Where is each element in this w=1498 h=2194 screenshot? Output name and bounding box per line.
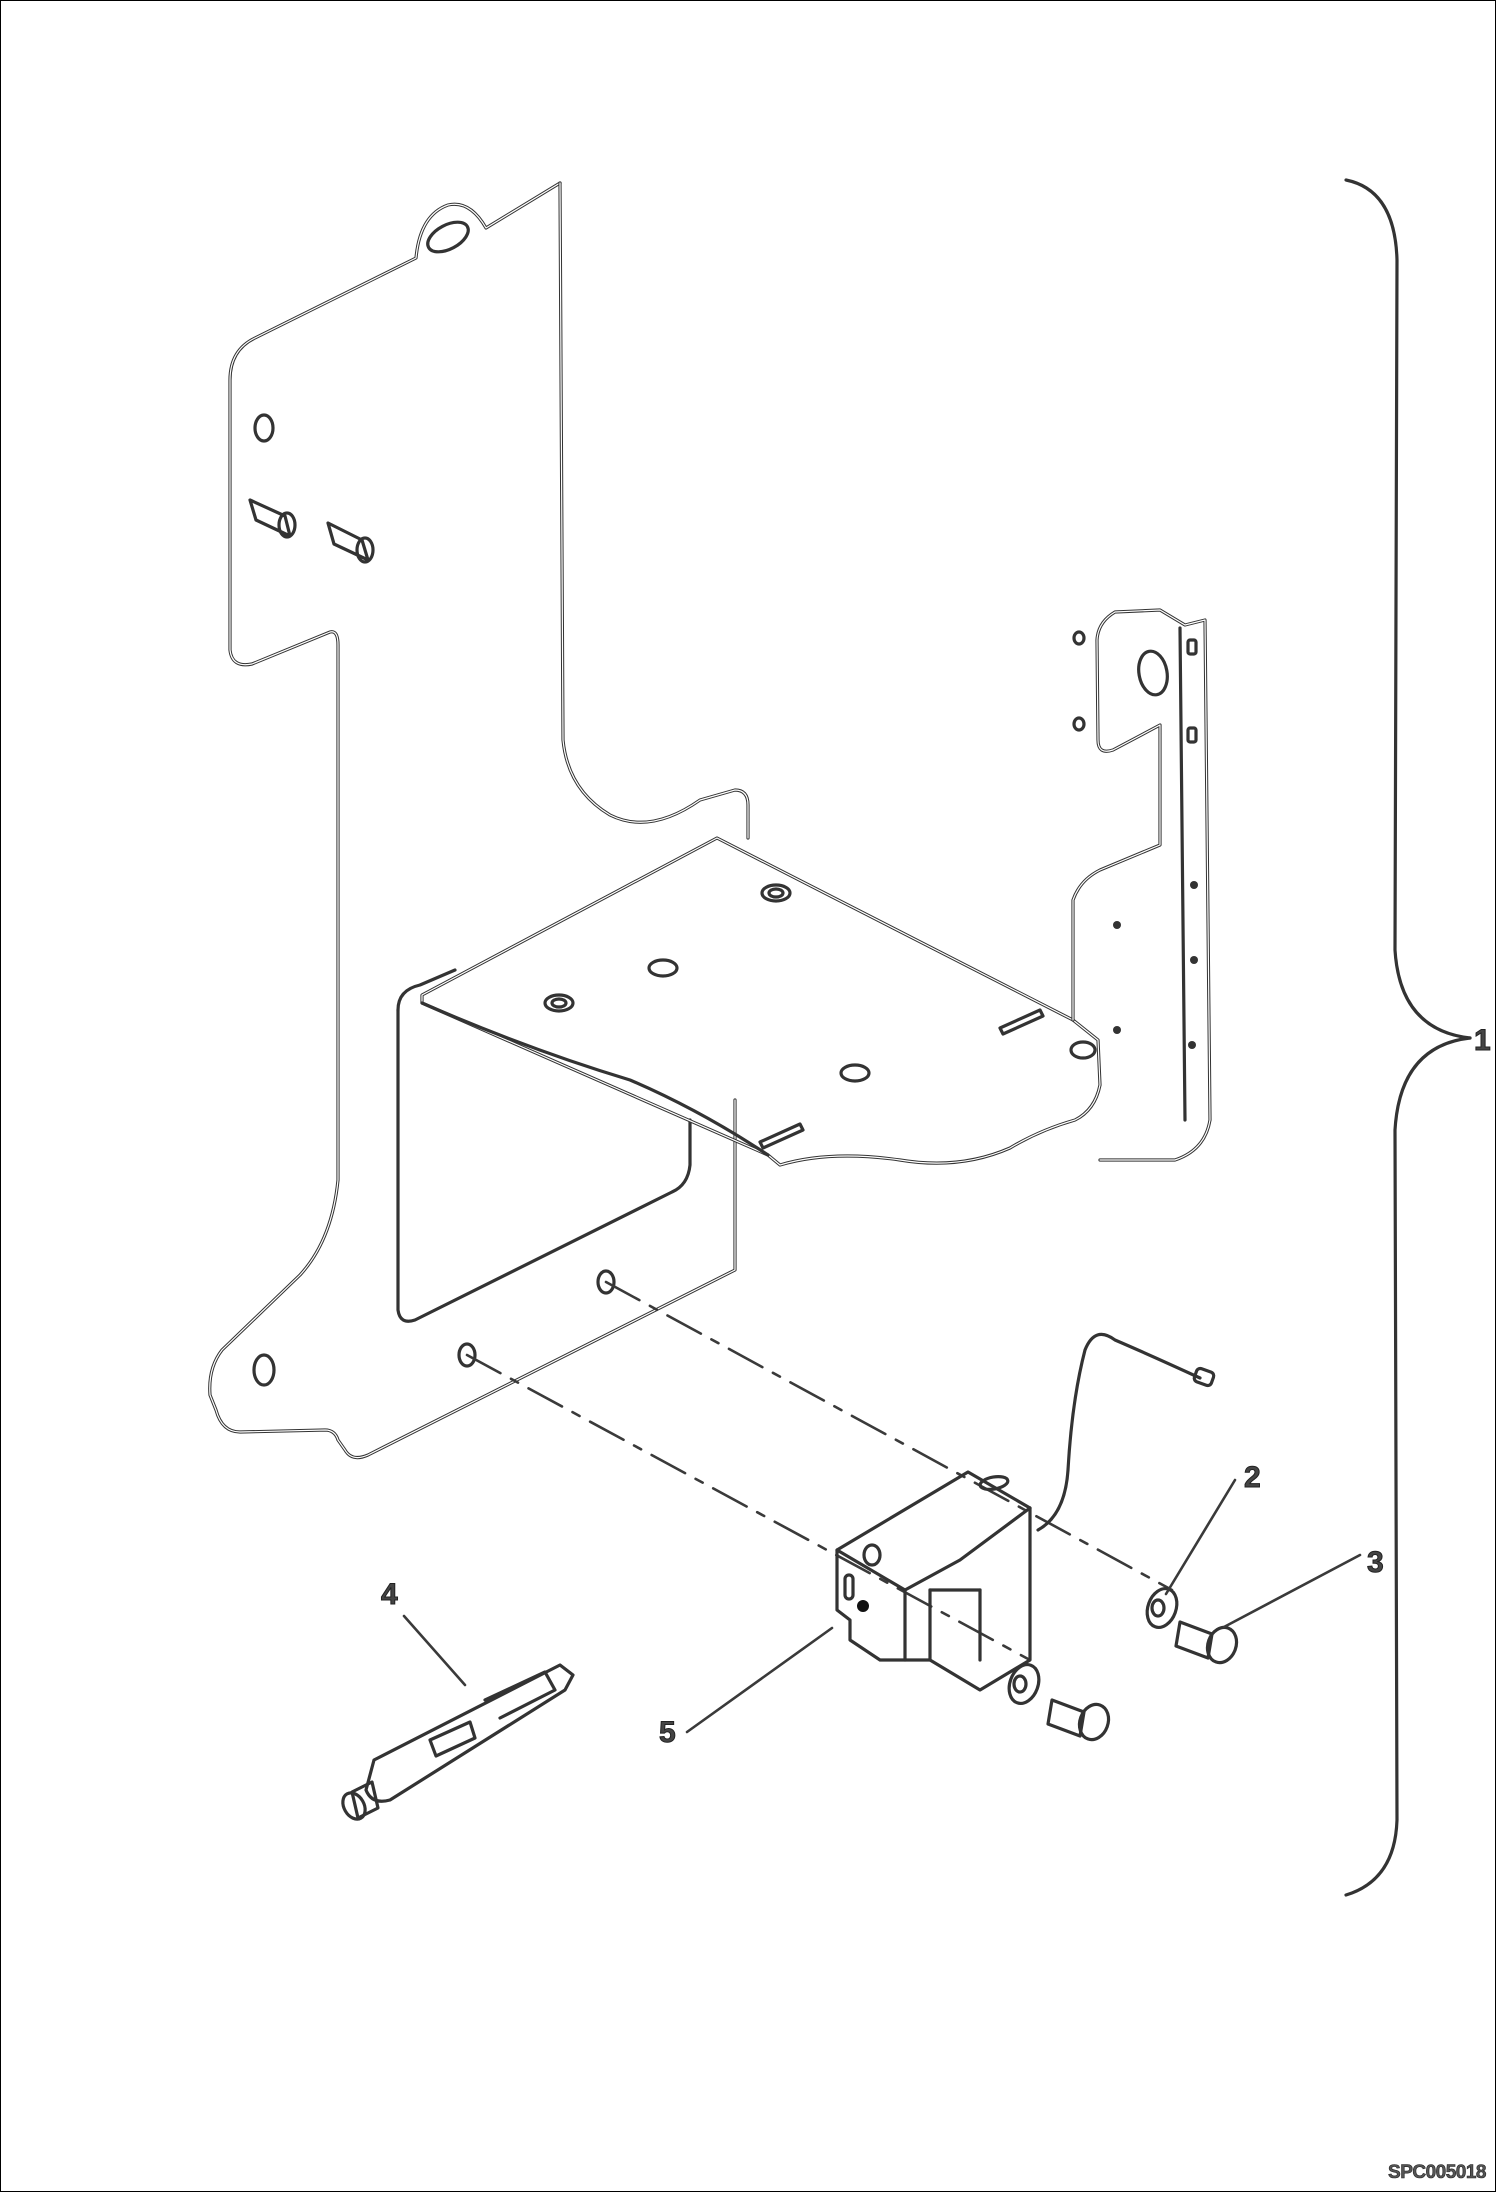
callout-2: 2 — [1244, 1461, 1261, 1494]
side-bracket — [1071, 608, 1212, 1162]
callout-5: 5 — [659, 1716, 676, 1749]
bolt-upper — [1174, 1620, 1239, 1665]
leader-lines — [402, 1478, 1362, 1734]
washer-lower — [1007, 1663, 1041, 1705]
callout-4: 4 — [381, 1578, 398, 1611]
washer-upper — [1145, 1587, 1179, 1629]
assembly-brace — [1344, 178, 1472, 1897]
alignment-lines — [465, 1280, 1174, 1662]
sensor-unit — [835, 1332, 1216, 1692]
bolt-lower — [1046, 1698, 1111, 1742]
callout-1: 1 — [1474, 1024, 1491, 1057]
shelf-plate — [420, 836, 1102, 1167]
mounting-plate — [208, 181, 750, 1460]
callouts: 1 2 3 4 5 — [381, 1024, 1492, 1750]
callout-3: 3 — [1367, 1546, 1384, 1579]
drawing-reference-code: SPC005018 — [1388, 2162, 1487, 2184]
thread-locker-tube — [341, 1663, 575, 1821]
standoff-right — [326, 521, 375, 564]
standoff-left — [248, 498, 297, 539]
